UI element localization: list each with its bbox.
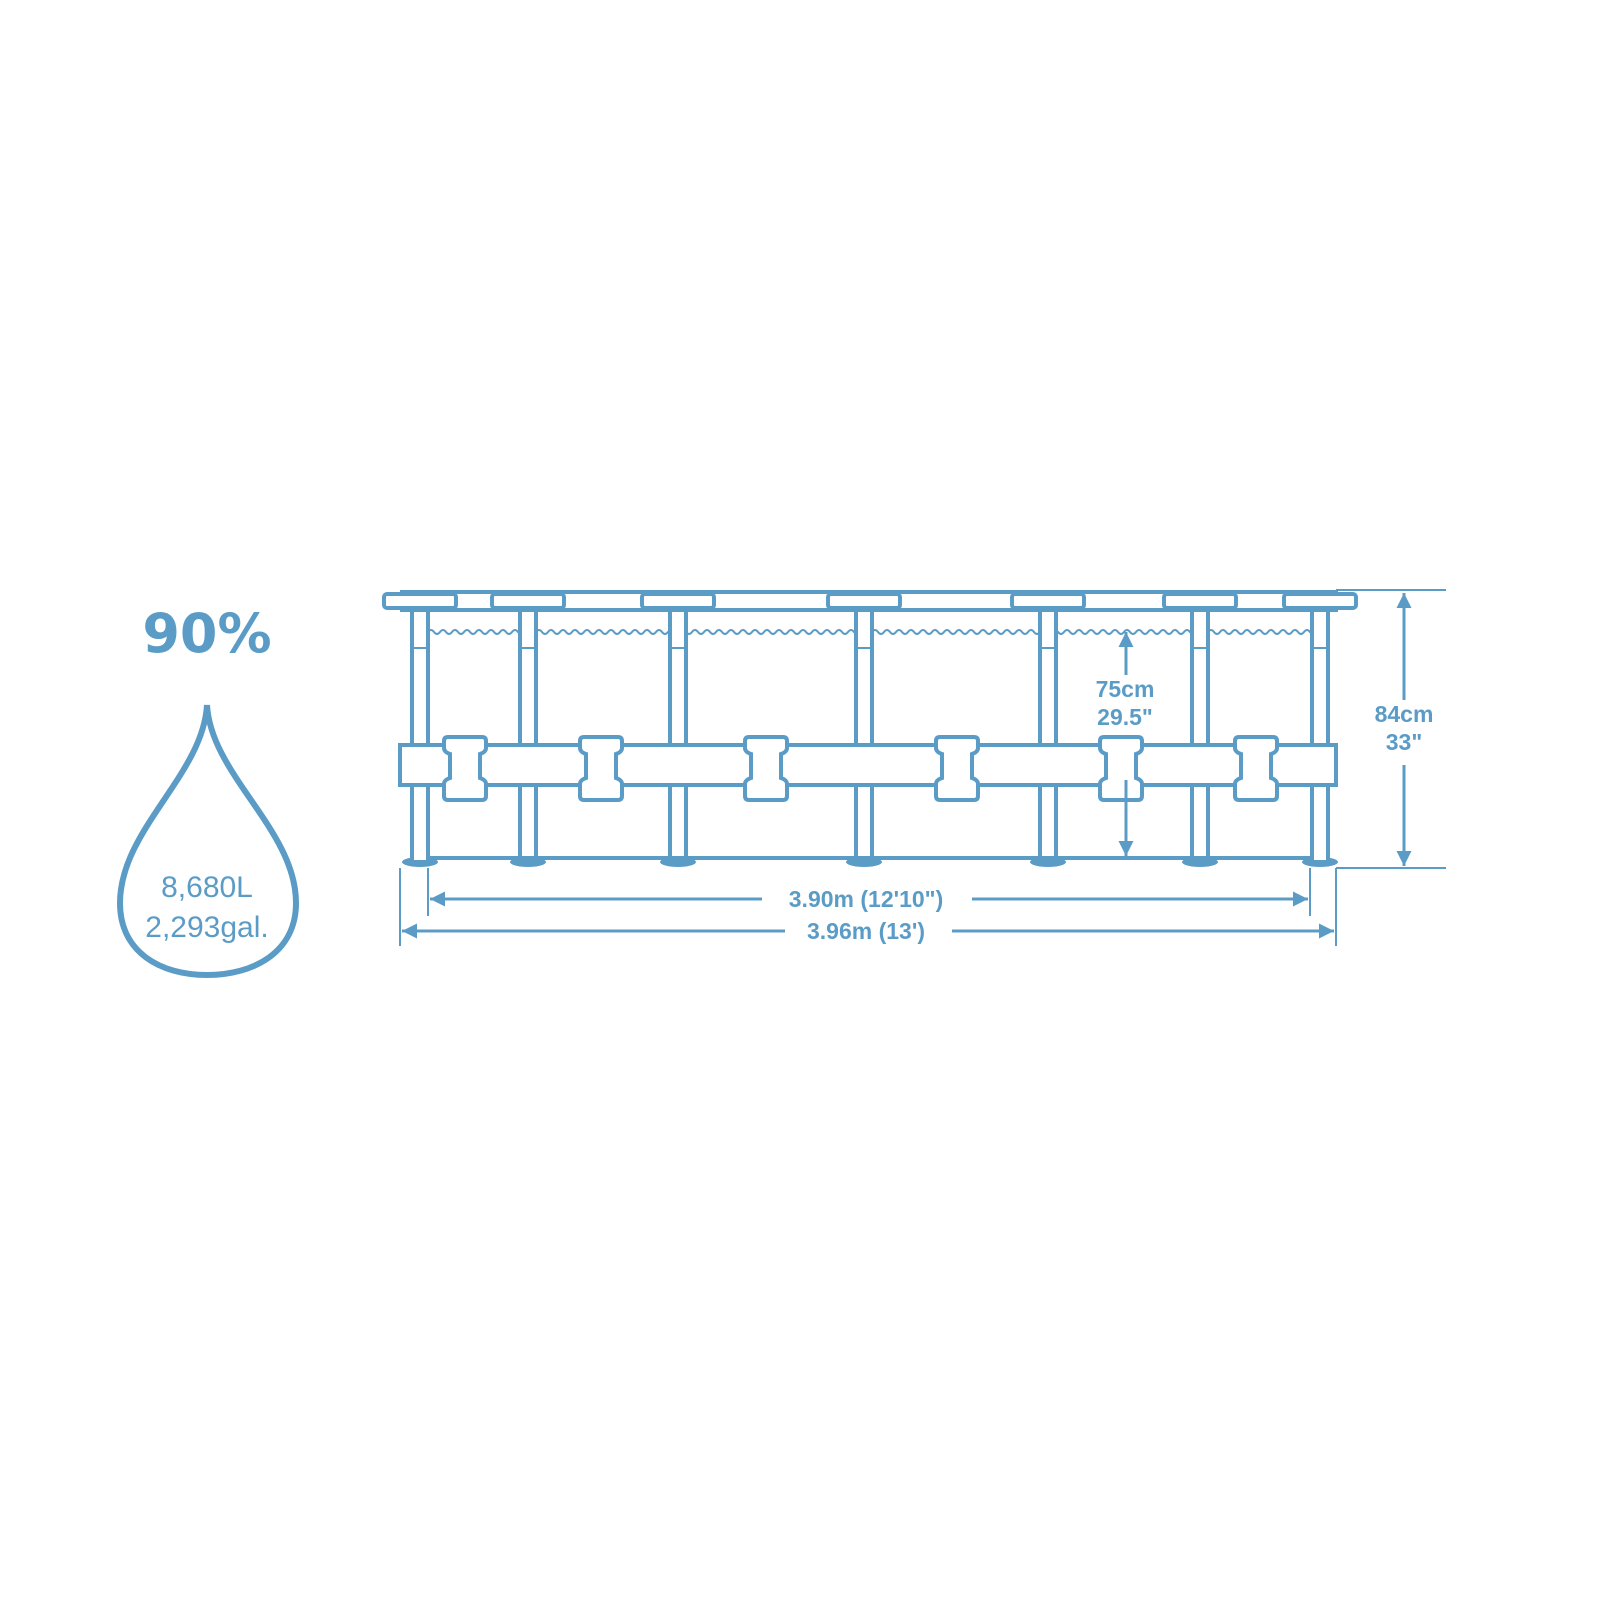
water-depth-cm: 75cm [1096,676,1155,702]
diameter-dimensions [399,868,1337,946]
wall-height-dimension [1336,589,1446,869]
top-rail-cap [382,592,458,610]
belt-connector [578,735,624,802]
volume-liters: 8,680L [161,871,253,904]
water-drop-icon [116,704,300,979]
top-rail-cap [826,592,902,610]
wall-height-in: 33" [1386,729,1423,755]
outer-diameter-label: 3.96m (13') [807,918,925,944]
inner-diameter-label: 3.90m (12'10") [789,886,943,912]
top-rail-cap [1010,592,1086,610]
top-rail-cap [1162,592,1238,610]
top-rail-cap [490,592,566,610]
water-depth-in: 29.5" [1097,704,1153,730]
belt-connector [743,735,789,802]
frame-posts [402,608,1338,867]
fill-level-percent: 90% [142,602,271,665]
belt-connector [1233,735,1279,802]
pool-belt [398,743,1338,787]
wall-height-cm: 84cm [1375,701,1434,727]
belt-connectors [442,735,1279,802]
belt-connector [1098,735,1144,802]
volume-gallons: 2,293gal. [145,911,268,944]
belt-connector [442,735,488,802]
top-rail-cap [640,592,716,610]
belt-connector [934,735,980,802]
pool-frame [382,590,1358,867]
top-rail-cap [1282,592,1358,610]
